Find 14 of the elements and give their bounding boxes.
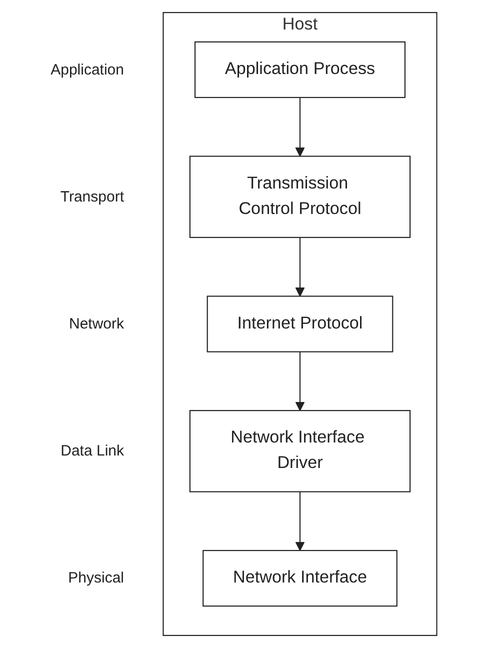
layer-label: Application bbox=[50, 61, 124, 78]
arrow bbox=[295, 237, 305, 297]
layer-label: Transport bbox=[59, 188, 124, 206]
arrow bbox=[295, 492, 305, 551]
layer-label: Network bbox=[68, 316, 124, 332]
node-box: Network Interface Driver bbox=[189, 410, 411, 492]
node-box: Application Process bbox=[194, 41, 406, 98]
arrow bbox=[295, 98, 305, 157]
layer-label: Data Link bbox=[60, 442, 124, 460]
node-box: Transmission Control Protocol bbox=[189, 156, 411, 238]
node-box: Internet Protocol bbox=[206, 296, 394, 352]
layer-label: Physical bbox=[67, 570, 124, 587]
node-box: Network Interface bbox=[202, 550, 398, 607]
arrow bbox=[295, 352, 305, 411]
